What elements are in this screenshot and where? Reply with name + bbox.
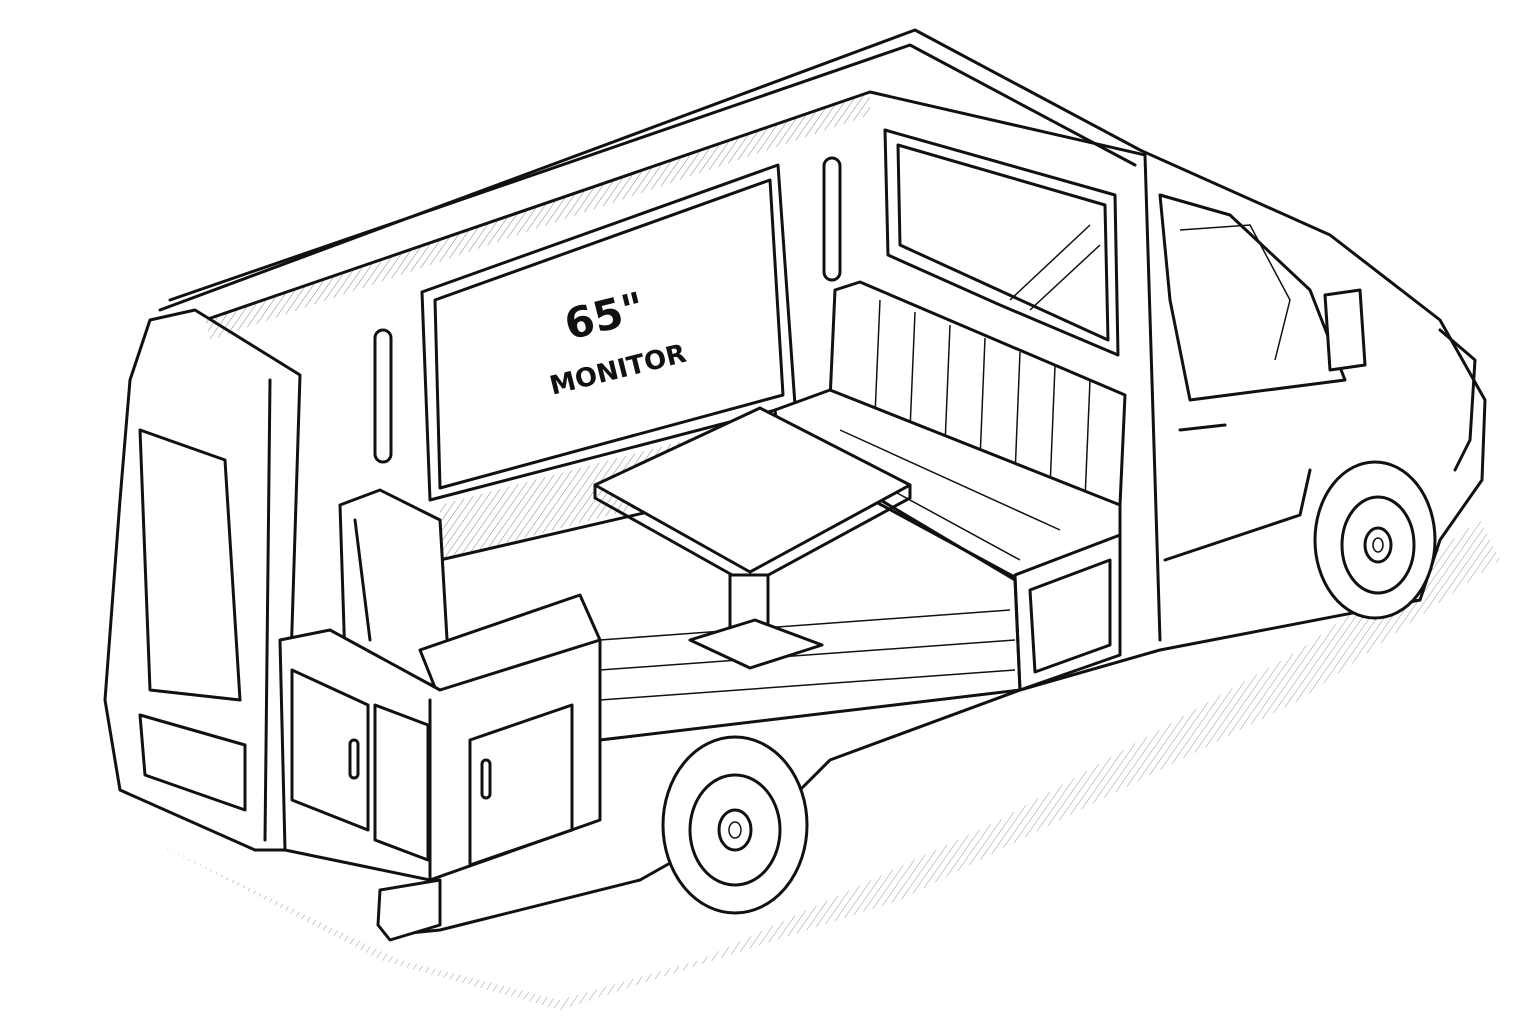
- rear-bumper: [376, 878, 442, 942]
- front-wheel: [1313, 460, 1437, 620]
- rear-door: [103, 308, 302, 852]
- table-base: [688, 618, 824, 670]
- wall-lights: [373, 156, 842, 464]
- sliding-door-window: [883, 128, 1120, 357]
- table: [593, 406, 912, 670]
- side-mirror: [1323, 288, 1367, 372]
- ground-shadow: [150, 520, 1500, 1010]
- rear-cabinet: [278, 593, 602, 882]
- rear-seat: [338, 488, 452, 692]
- wall-light-left: [373, 328, 393, 464]
- wall-light-right: [822, 156, 842, 282]
- van-body: [158, 28, 1487, 937]
- rear-wheel: [661, 735, 809, 915]
